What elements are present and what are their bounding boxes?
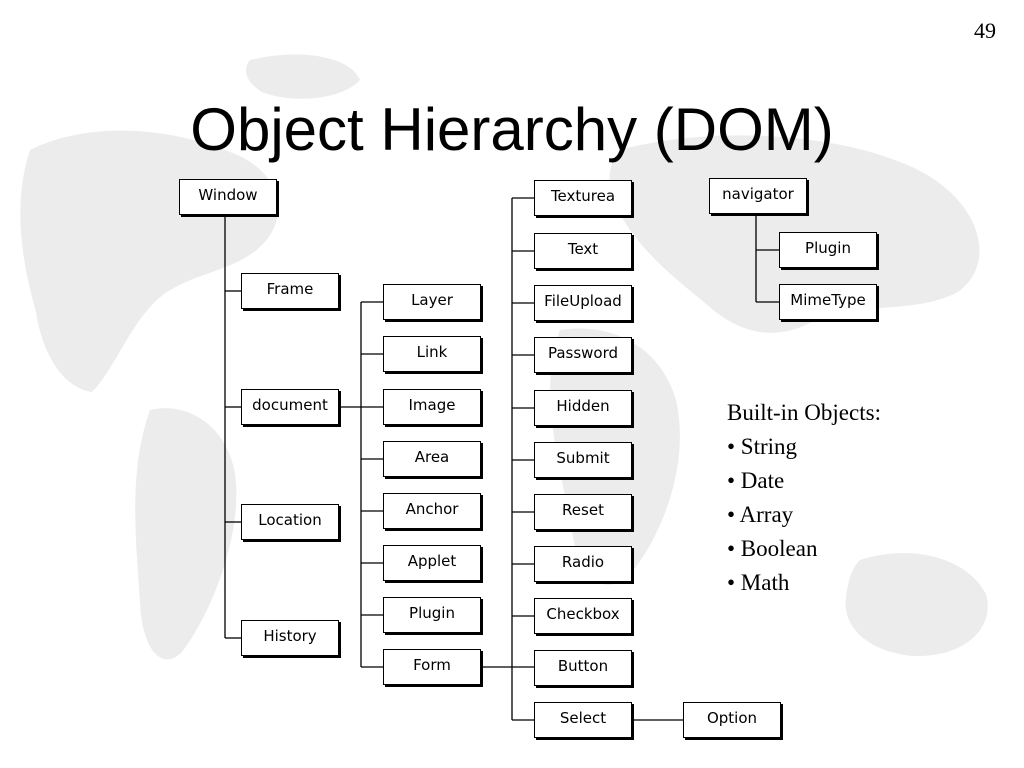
node-form: Form xyxy=(383,649,481,685)
node-applet: Applet xyxy=(383,545,481,581)
node-history: History xyxy=(241,620,339,656)
slide-title: Object Hierarchy (DOM) xyxy=(190,96,834,163)
node-anchor: Anchor xyxy=(383,493,481,529)
node-document: document xyxy=(241,389,339,425)
node-image: Image xyxy=(383,389,481,425)
node-textarea: Texturea xyxy=(534,180,632,216)
node-area: Area xyxy=(383,441,481,477)
node-reset: Reset xyxy=(534,494,632,530)
node-layer: Layer xyxy=(383,284,481,320)
node-radio: Radio xyxy=(534,546,632,582)
builtin-heading: Built-in Objects: xyxy=(727,400,881,425)
node-password: Password xyxy=(534,337,632,373)
node-location: Location xyxy=(241,504,339,540)
slide-number: 49 xyxy=(974,18,996,43)
node-window: Window xyxy=(179,179,277,215)
node-fileupload: FileUpload xyxy=(534,285,632,321)
node-text: Text xyxy=(534,233,632,269)
node-navigator: navigator xyxy=(709,178,807,214)
builtin-item: • String xyxy=(727,434,798,459)
node-link: Link xyxy=(383,336,481,372)
builtin-item: • Boolean xyxy=(727,536,818,561)
node-button: Button xyxy=(534,650,632,686)
node-submit: Submit xyxy=(534,442,632,478)
node-plugin-navigator: Plugin xyxy=(779,232,877,268)
node-option: Option xyxy=(683,702,781,738)
node-select: Select xyxy=(534,702,632,738)
node-mimetype: MimeType xyxy=(779,284,877,320)
node-frame: Frame xyxy=(241,273,339,309)
builtin-item: • Array xyxy=(727,502,794,527)
builtin-objects-list: Built-in Objects: • String • Date • Arra… xyxy=(727,396,881,600)
node-plugin-document: Plugin xyxy=(383,597,481,633)
builtin-item: • Math xyxy=(727,570,790,595)
node-checkbox: Checkbox xyxy=(534,598,632,634)
node-hidden: Hidden xyxy=(534,390,632,426)
builtin-item: • Date xyxy=(727,468,785,493)
